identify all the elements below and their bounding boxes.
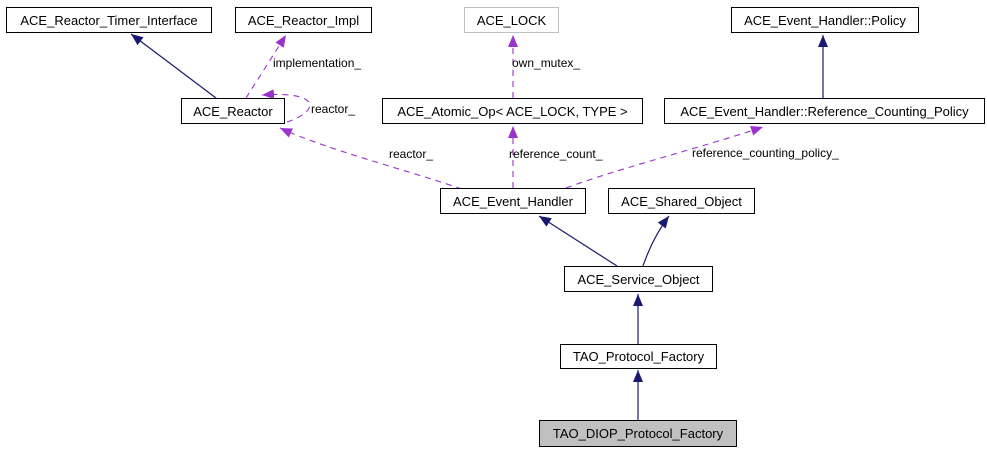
edge-inheritance-reactor-to-timer-interface bbox=[130, 33, 217, 99]
edge-usage-implementation bbox=[245, 34, 287, 99]
node-ace-atomic-op[interactable]: ACE_Atomic_Op< ACE_LOCK, TYPE > bbox=[382, 98, 643, 124]
node-tao-diop-protocol-factory: TAO_DIOP_Protocol_Factory bbox=[539, 420, 737, 447]
edge-label-reference-count: reference_count_ bbox=[509, 147, 603, 161]
edge-label-implementation: implementation_ bbox=[273, 56, 362, 70]
edge-label-own-mutex: own_mutex_ bbox=[512, 56, 581, 70]
node-ace-event-handler-reference-counting-policy[interactable]: ACE_Event_Handler::Reference_Counting_Po… bbox=[664, 98, 985, 124]
edge-label-reactor: reactor_ bbox=[389, 147, 434, 161]
node-ace-reactor[interactable]: ACE_Reactor bbox=[181, 98, 285, 124]
node-ace-event-handler-policy[interactable]: ACE_Event_Handler::Policy bbox=[731, 7, 919, 33]
node-ace-event-handler[interactable]: ACE_Event_Handler bbox=[440, 188, 586, 214]
edge-inheritance-serviceobject-to-eventhandler bbox=[538, 215, 618, 267]
edge-usage-reactor bbox=[279, 127, 463, 190]
node-ace-reactor-timer-interface[interactable]: ACE_Reactor_Timer_Interface bbox=[6, 7, 212, 33]
node-ace-reactor-impl[interactable]: ACE_Reactor_Impl bbox=[235, 7, 372, 33]
node-ace-service-object[interactable]: ACE_Service_Object bbox=[564, 266, 713, 292]
node-tao-protocol-factory[interactable]: TAO_Protocol_Factory bbox=[560, 344, 717, 369]
edge-label-reactor-self: reactor_ bbox=[311, 102, 356, 116]
node-ace-lock: ACE_LOCK bbox=[464, 7, 559, 33]
edge-usage-reference-counting-policy bbox=[565, 126, 764, 189]
edge-inheritance-serviceobject-to-sharedobject bbox=[642, 215, 670, 267]
node-ace-shared-object[interactable]: ACE_Shared_Object bbox=[608, 188, 755, 214]
edge-label-reference-counting-policy: reference_counting_policy_ bbox=[692, 146, 839, 160]
